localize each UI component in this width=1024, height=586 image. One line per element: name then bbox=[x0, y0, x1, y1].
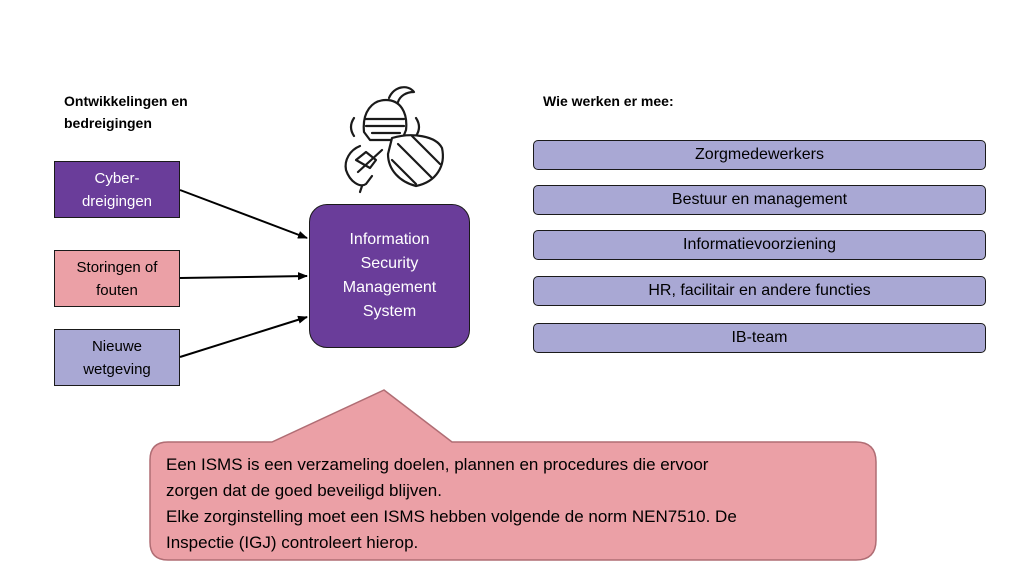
participant-bar: IB-team bbox=[533, 323, 986, 353]
threat-label-line2: wetgeving bbox=[83, 360, 151, 378]
participant-label: HR, facilitair en andere functies bbox=[648, 282, 871, 299]
callout-line2: zorgen dat de goed beveiligd blijven. bbox=[166, 481, 442, 500]
callout-line4: Inspectie (IGJ) controleert hierop. bbox=[166, 533, 419, 552]
threat-label-line1: Nieuwe bbox=[91, 337, 142, 355]
threat-box-failures: Storingen of fouten bbox=[54, 250, 180, 307]
isms-line4: System bbox=[362, 303, 417, 320]
threat-label-line1: Storingen of bbox=[76, 258, 158, 276]
participant-bar: Bestuur en management bbox=[533, 185, 986, 215]
callout-bubble bbox=[149, 389, 877, 561]
callout-line3: Elke zorginstelling moet een ISMS hebben… bbox=[166, 507, 737, 526]
participant-bar: HR, facilitair en andere functies bbox=[533, 276, 986, 306]
developments-heading-line1: Ontwikkelingen en bbox=[64, 93, 188, 109]
threat-box-legislation: Nieuwe wetgeving bbox=[54, 329, 180, 386]
knight-with-shield-icon bbox=[344, 86, 444, 194]
threat-box-cyber: Cyber- dreigingen bbox=[54, 161, 180, 218]
participant-label: Bestuur en management bbox=[671, 191, 848, 208]
arrow-legislation-to-isms bbox=[179, 315, 308, 358]
arrow-failures-to-isms bbox=[179, 272, 308, 281]
callout-line1: Een ISMS is een verzameling doelen, plan… bbox=[166, 455, 709, 474]
participants-heading: Wie werken er mee: bbox=[543, 93, 674, 109]
isms-line3: Management bbox=[342, 279, 437, 296]
isms-line2: Security bbox=[360, 255, 419, 272]
isms-line1: Information bbox=[349, 231, 430, 248]
threat-label-line2: dreigingen bbox=[81, 192, 153, 210]
developments-heading-line2: bedreigingen bbox=[64, 115, 152, 131]
callout-text: Een ISMS is een verzameling doelen, plan… bbox=[166, 452, 856, 556]
participant-bar: Informatievoorziening bbox=[533, 230, 986, 260]
participant-bar: Zorgmedewerkers bbox=[533, 140, 986, 170]
participant-label: IB-team bbox=[731, 329, 788, 346]
participant-label: Zorgmedewerkers bbox=[695, 146, 824, 163]
isms-box: Information Security Management System bbox=[309, 204, 470, 348]
arrow-cyber-to-isms bbox=[179, 189, 308, 239]
developments-heading: Ontwikkelingen en bedreigingen bbox=[64, 90, 188, 134]
threat-label-line2: fouten bbox=[96, 281, 138, 299]
participant-label: Informatievoorziening bbox=[683, 236, 836, 253]
threat-label-line1: Cyber- bbox=[94, 169, 140, 187]
